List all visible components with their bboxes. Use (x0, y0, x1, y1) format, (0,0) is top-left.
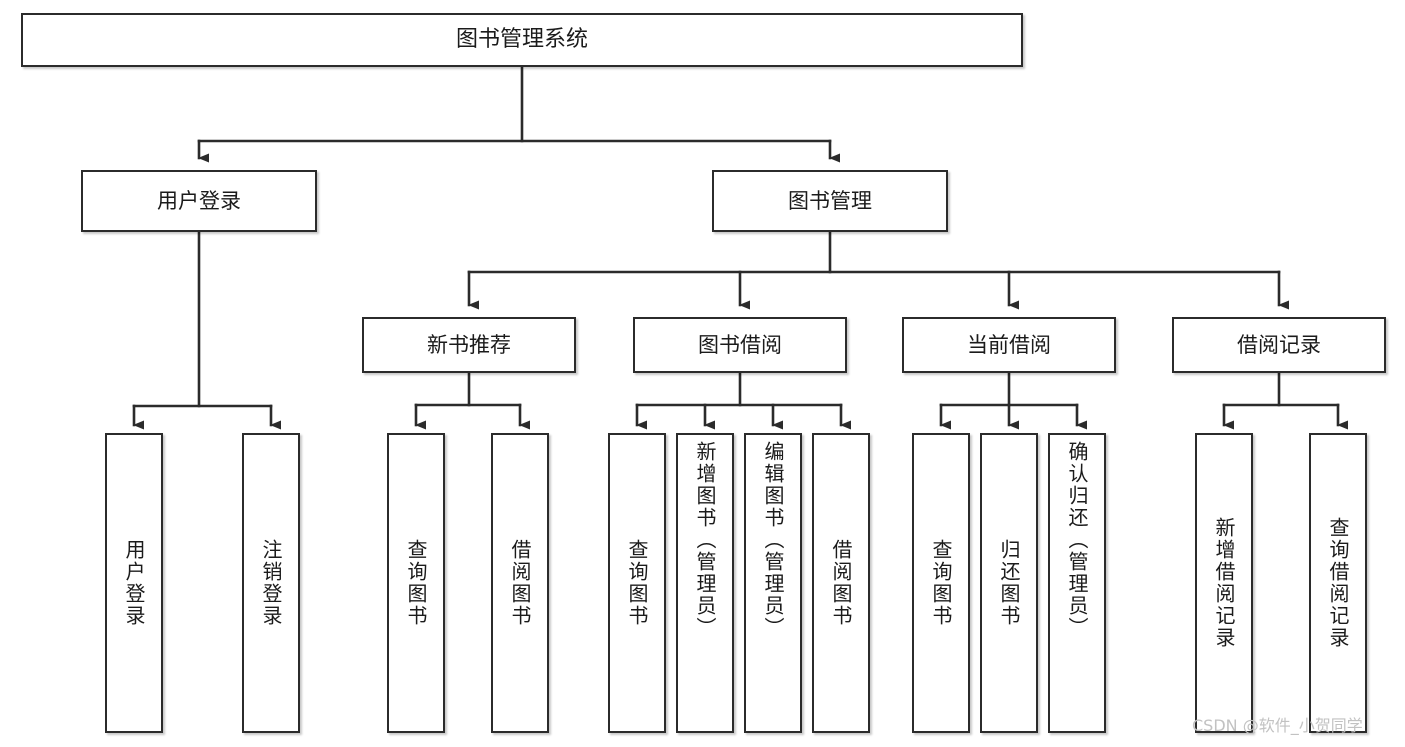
node-borrow-record[interactable]: 借阅记录 (1172, 317, 1386, 373)
node-label: 查询借阅记录 (1326, 517, 1350, 649)
node-label: 用户登录 (157, 188, 241, 213)
node-leaf-bb-query-book[interactable]: 查询图书 (608, 433, 666, 733)
watermark-text: CSDN @软件_小贺同学 (1192, 716, 1363, 735)
node-label: 借阅图书 (829, 539, 853, 627)
node-label: 注销登录 (259, 539, 283, 627)
node-label: 图书管理系统 (455, 27, 588, 53)
node-label: 新增图书（管理员） (693, 441, 717, 639)
node-label: 查询图书 (625, 539, 649, 627)
node-leaf-br-query-record[interactable]: 查询借阅记录 (1309, 433, 1367, 733)
node-label: 当前借阅 (967, 332, 1051, 357)
node-label: 编辑图书（管理员） (761, 441, 785, 639)
node-leaf-bb-add-book-admin[interactable]: 新增图书（管理员） (676, 433, 734, 733)
node-new-book-recommend[interactable]: 新书推荐 (362, 317, 576, 373)
node-leaf-bb-borrow-book[interactable]: 借阅图书 (812, 433, 870, 733)
node-book-borrow[interactable]: 图书借阅 (633, 317, 847, 373)
node-book-management[interactable]: 图书管理 (712, 170, 948, 232)
node-leaf-br-add-record[interactable]: 新增借阅记录 (1195, 433, 1253, 733)
node-leaf-cb-confirm-return-admin[interactable]: 确认归还（管理员） (1048, 433, 1106, 733)
node-leaf-bb-edit-book-admin[interactable]: 编辑图书（管理员） (744, 433, 802, 733)
node-leaf-nbr-query-book[interactable]: 查询图书 (387, 433, 445, 733)
node-leaf-user-login[interactable]: 用户登录 (105, 433, 163, 733)
node-leaf-user-logout[interactable]: 注销登录 (242, 433, 300, 733)
node-label: 查询图书 (404, 539, 428, 627)
node-label: 借阅记录 (1237, 332, 1321, 357)
node-leaf-cb-query-book[interactable]: 查询图书 (912, 433, 970, 733)
node-current-borrow[interactable]: 当前借阅 (902, 317, 1116, 373)
node-root-book-management-system[interactable]: 图书管理系统 (21, 13, 1023, 67)
node-leaf-cb-return-book[interactable]: 归还图书 (980, 433, 1038, 733)
node-label: 新书推荐 (427, 332, 511, 357)
node-label: 新增借阅记录 (1212, 517, 1236, 649)
node-label: 查询图书 (929, 539, 953, 627)
node-label: 确认归还（管理员） (1065, 441, 1089, 639)
node-user-login[interactable]: 用户登录 (81, 170, 317, 232)
node-label: 图书管理 (788, 188, 872, 213)
node-label: 归还图书 (997, 539, 1021, 627)
node-label: 用户登录 (122, 539, 146, 627)
node-label: 借阅图书 (508, 539, 532, 627)
node-label: 图书借阅 (698, 332, 782, 357)
node-leaf-nbr-borrow-book[interactable]: 借阅图书 (491, 433, 549, 733)
